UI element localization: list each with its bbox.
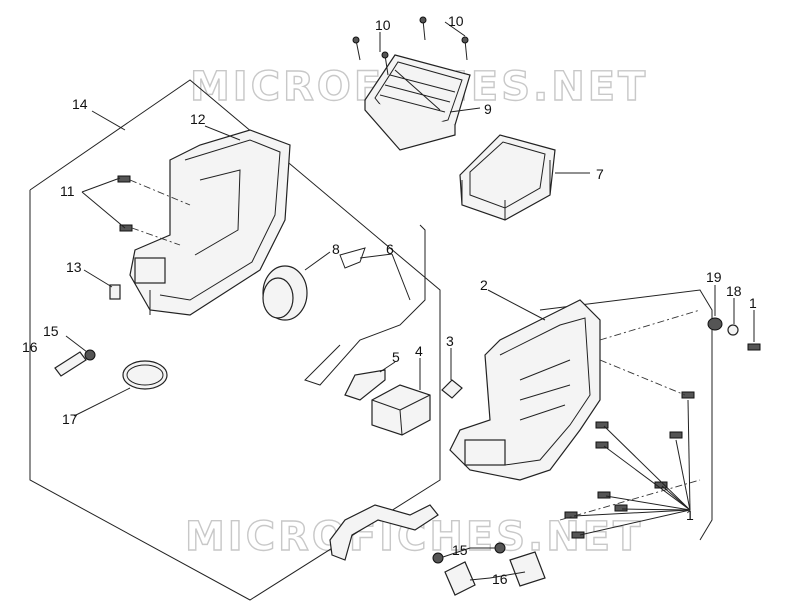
screw-part-1b [669,431,683,439]
callout-12: 12 [190,111,206,127]
screw-part-10c [419,16,427,41]
clamp-ring-part [122,360,168,390]
axis-line-b [599,359,686,396]
air-filter-part [459,134,556,221]
hose-clamp-part-15-left [84,349,96,361]
screw-part-11a [117,175,131,183]
callout-16-bottom: 16 [492,571,508,587]
callout-11: 11 [60,183,75,199]
callout-13: 13 [66,259,82,275]
filter-cover-part [364,54,471,151]
hose-clamp-part-15-br [494,542,506,554]
callout-15-bottom: 15 [452,542,468,558]
callout-8: 8 [332,241,340,257]
group-bracket-2 [539,289,713,541]
tube-part-16-br [509,551,546,587]
callout-19: 19 [706,269,722,285]
seal-part-5 [344,369,386,401]
screw-part-10a [352,36,361,61]
foam-block-part [371,384,431,436]
gasket-part-6 [304,224,426,386]
axis-line-11b [131,227,181,246]
screw-part-1j [747,343,761,351]
axis-line-c [559,479,701,521]
callout-17: 17 [62,411,78,427]
screw-part-1f [597,491,611,499]
clamp-ring-inner [126,364,164,386]
drain-hose-part [329,504,439,561]
clip-part-13 [109,284,121,300]
screw-part-1c [595,421,609,429]
screw-part-10b [381,51,389,76]
callout-3: 3 [446,333,454,349]
callout-1-top: 1 [749,295,757,311]
tube-part-16-bl [444,561,476,596]
air-box-part-2 [449,299,601,481]
washer-part-18 [727,324,739,336]
callout-18: 18 [726,283,742,299]
clip-part-3 [441,379,463,399]
callout-2: 2 [480,277,488,293]
callout-10a: 10 [375,17,391,33]
callout-14: 14 [72,96,88,112]
callout-7: 7 [596,166,604,182]
grommet-part-19 [707,317,723,331]
group-bracket-14 [29,79,441,601]
callout-15-left: 15 [43,323,59,339]
callout-9: 9 [484,101,492,117]
callout-4: 4 [415,343,423,359]
tube-part-16-left [54,351,87,377]
rubber-sleeve-part [262,265,308,321]
callout-1-bottom: 1 [686,507,694,523]
screw-part-1g [614,504,628,512]
callout-6: 6 [386,241,394,257]
callout-16-left: 16 [22,339,38,355]
screw-part-10d [461,36,469,61]
callout-10b: 10 [448,13,464,29]
screw-part-1a [681,391,695,399]
screw-part-1d [595,441,609,449]
axis-line-a [599,309,701,341]
callout-5: 5 [392,349,400,365]
leader-lines [65,21,755,581]
screw-part-1i [571,531,585,539]
callout-labels: 1 1 2 3 4 5 6 7 8 9 10 10 11 12 13 14 15… [22,13,757,587]
axis-line-11a [129,179,191,206]
housing-part-12 [129,129,291,316]
hose-clamp-part-15-bl [432,552,444,564]
